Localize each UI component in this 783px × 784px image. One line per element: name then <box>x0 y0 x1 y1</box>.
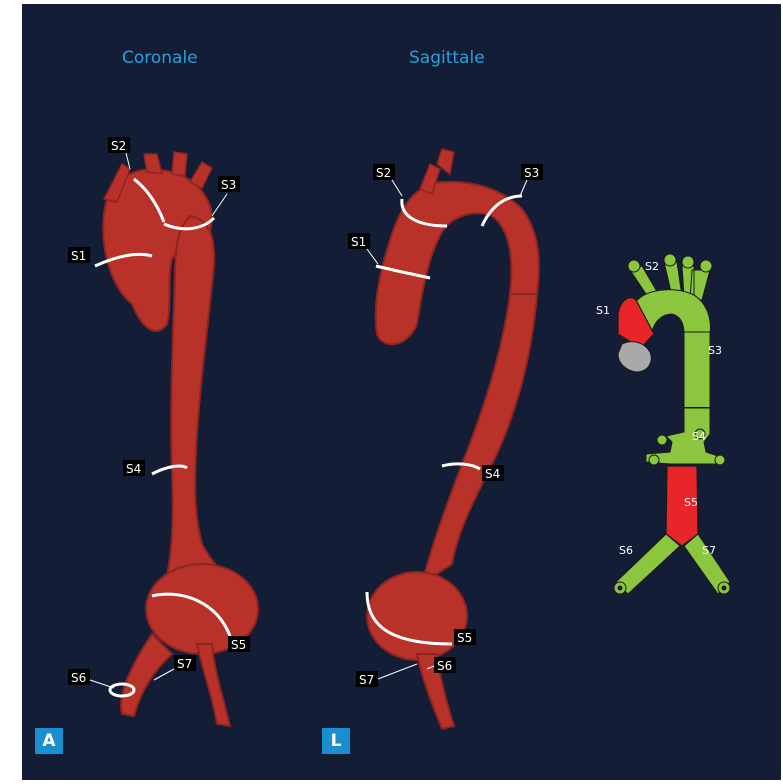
schematic-aortic-root <box>618 342 651 372</box>
coronal-label-s1: S1 <box>71 249 86 263</box>
sagittal-aorta-render <box>367 149 539 729</box>
coronal-aorta-descending <box>162 216 227 594</box>
schematic-label-s1: S1 <box>596 304 610 317</box>
schematic-label-s7: S7 <box>702 544 716 557</box>
aorta-illustration: S2 S3 S1 S4 S5 S6 S7 <box>22 4 781 780</box>
schematic-label-s5: S5 <box>684 496 698 509</box>
schematic-label-s3: S3 <box>708 344 722 357</box>
sagittal-label-s2: S2 <box>376 166 391 180</box>
sagittal-label-s5: S5 <box>457 631 472 645</box>
sagittal-label-s1: S1 <box>351 235 366 249</box>
schematic-s3-descending <box>684 332 710 408</box>
aorta-schematic <box>614 254 730 594</box>
sagittal-label-s7: S7 <box>359 673 374 687</box>
coronal-label-s5: S5 <box>231 638 246 652</box>
schematic-label-s6: S6 <box>619 544 633 557</box>
figure-panel: Coronale Sagittale S2 <box>22 4 781 780</box>
sagittal-aneurysm <box>367 572 467 660</box>
coronal-label-s7: S7 <box>177 657 192 671</box>
sagittal-label-s4: S4 <box>485 467 500 481</box>
coronal-label-s4: S4 <box>126 462 141 476</box>
sagittal-aorta-descending <box>422 294 537 584</box>
orientation-badge-lateral: L <box>322 728 350 754</box>
orientation-badge-anterior: A <box>35 728 63 754</box>
coronal-label-s3: S3 <box>221 178 236 192</box>
coronal-label-s6: S6 <box>71 671 86 685</box>
sagittal-label-s3: S3 <box>524 166 539 180</box>
schematic-label-s4: S4 <box>692 430 706 443</box>
schematic-label-s2: S2 <box>645 260 659 273</box>
coronal-label-s2: S2 <box>111 139 126 153</box>
sagittal-label-s6: S6 <box>437 659 452 673</box>
